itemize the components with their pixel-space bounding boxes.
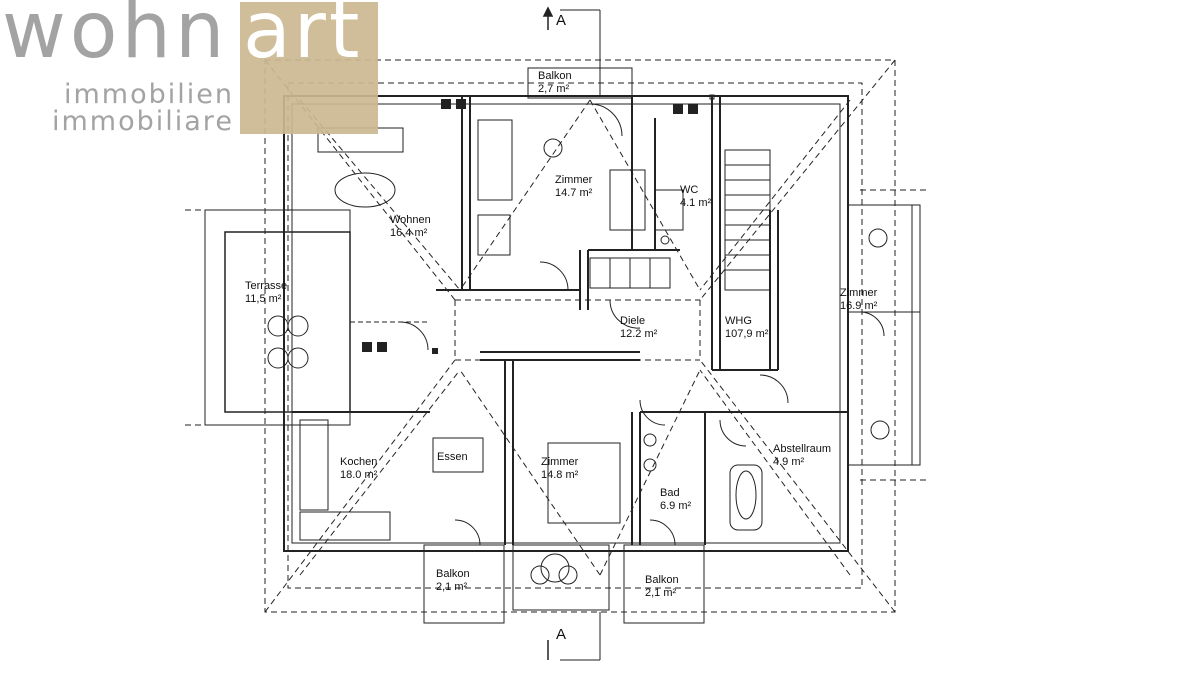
room-name: Terrasse [245, 280, 288, 292]
room-area: 18.0 m² [340, 469, 378, 481]
room-name: Zimmer [840, 287, 878, 299]
balkon-nord-outline [527, 9, 633, 99]
room-area: 107,9 m² [725, 328, 769, 340]
section-marker-bottom: A [556, 626, 567, 643]
door-swings [399, 103, 885, 546]
room-name: Balkon [538, 70, 572, 82]
logo-wordmark-white: art [243, 0, 363, 76]
room-area: 12.2 m² [620, 328, 658, 340]
room-area: 2,1 m² [436, 581, 468, 593]
balkon-sued-outline [423, 544, 705, 661]
room-label-zimmer-nord: Zimmer 14.7 m² [555, 174, 592, 200]
room-area: 4.1 m² [680, 197, 712, 209]
section-markers [542, 6, 554, 660]
room-name: Diele [620, 315, 646, 327]
room-label-zimmer-ost: Zimmer 16.9 m² [840, 287, 877, 313]
logo-tagline-2: immobiliare [52, 106, 234, 137]
room-label-balkon-sw: Balkon 2,1 m² [436, 568, 470, 594]
room-label-wc: WC 4.1 m² [680, 184, 711, 210]
room-area: 16.9 m² [840, 300, 878, 312]
room-label-bad: Bad 6.9 m² [660, 487, 691, 513]
room-name: Abstellraum [773, 443, 832, 455]
logo-wordmark-gray: wohn [2, 0, 229, 76]
terrasse-outline [204, 209, 430, 426]
room-area: 11,5 m² [245, 293, 282, 305]
room-label-zimmer-sued: Zimmer 14.8 m² [541, 456, 578, 482]
room-label-whg: WHG 107,9 m² [725, 315, 768, 341]
room-area: 2,1 m² [645, 587, 677, 599]
furniture [267, 94, 890, 585]
room-area: 14.8 m² [541, 469, 579, 481]
room-name: Zimmer [541, 456, 579, 468]
room-name: WC [680, 184, 699, 196]
room-label-balkon-so: Balkon 2,1 m² [645, 574, 679, 600]
room-label-essen: Essen [437, 451, 468, 464]
room-area: 4.9 m² [773, 456, 805, 468]
room-label-kochen: Kochen 18.0 m² [340, 456, 377, 482]
stairs [589, 149, 771, 291]
room-area: 6.9 m² [660, 500, 692, 512]
zimmer-ost-glazing [847, 204, 921, 466]
room-name: Kochen [340, 456, 378, 468]
room-area: 14.7 m² [555, 187, 593, 199]
room-name: Bad [660, 487, 680, 499]
room-name: Essen [437, 451, 468, 463]
logo-background [240, 2, 378, 134]
room-name: Balkon [436, 568, 470, 580]
room-label-terrasse: Terrasse 11,5 m² [245, 280, 287, 306]
room-area: 16.4 m² [390, 227, 428, 239]
appliances [362, 99, 698, 354]
room-name: Wohnen [390, 214, 431, 226]
room-label-balkon-nord: Balkon 2,7 m² [538, 70, 572, 96]
room-name: Zimmer [555, 174, 593, 186]
room-area: 2,7 m² [538, 83, 570, 95]
room-name: Balkon [645, 574, 679, 586]
room-name: WHG [725, 315, 752, 327]
logo-tagline-1: immobilien [64, 79, 234, 110]
room-label-wohnen: Wohnen 16.4 m² [390, 214, 431, 240]
room-label-abstellraum: Abstellraum 4.9 m² [773, 443, 831, 469]
room-label-diele: Diele 12.2 m² [620, 315, 657, 341]
section-marker-top: A [556, 12, 567, 29]
